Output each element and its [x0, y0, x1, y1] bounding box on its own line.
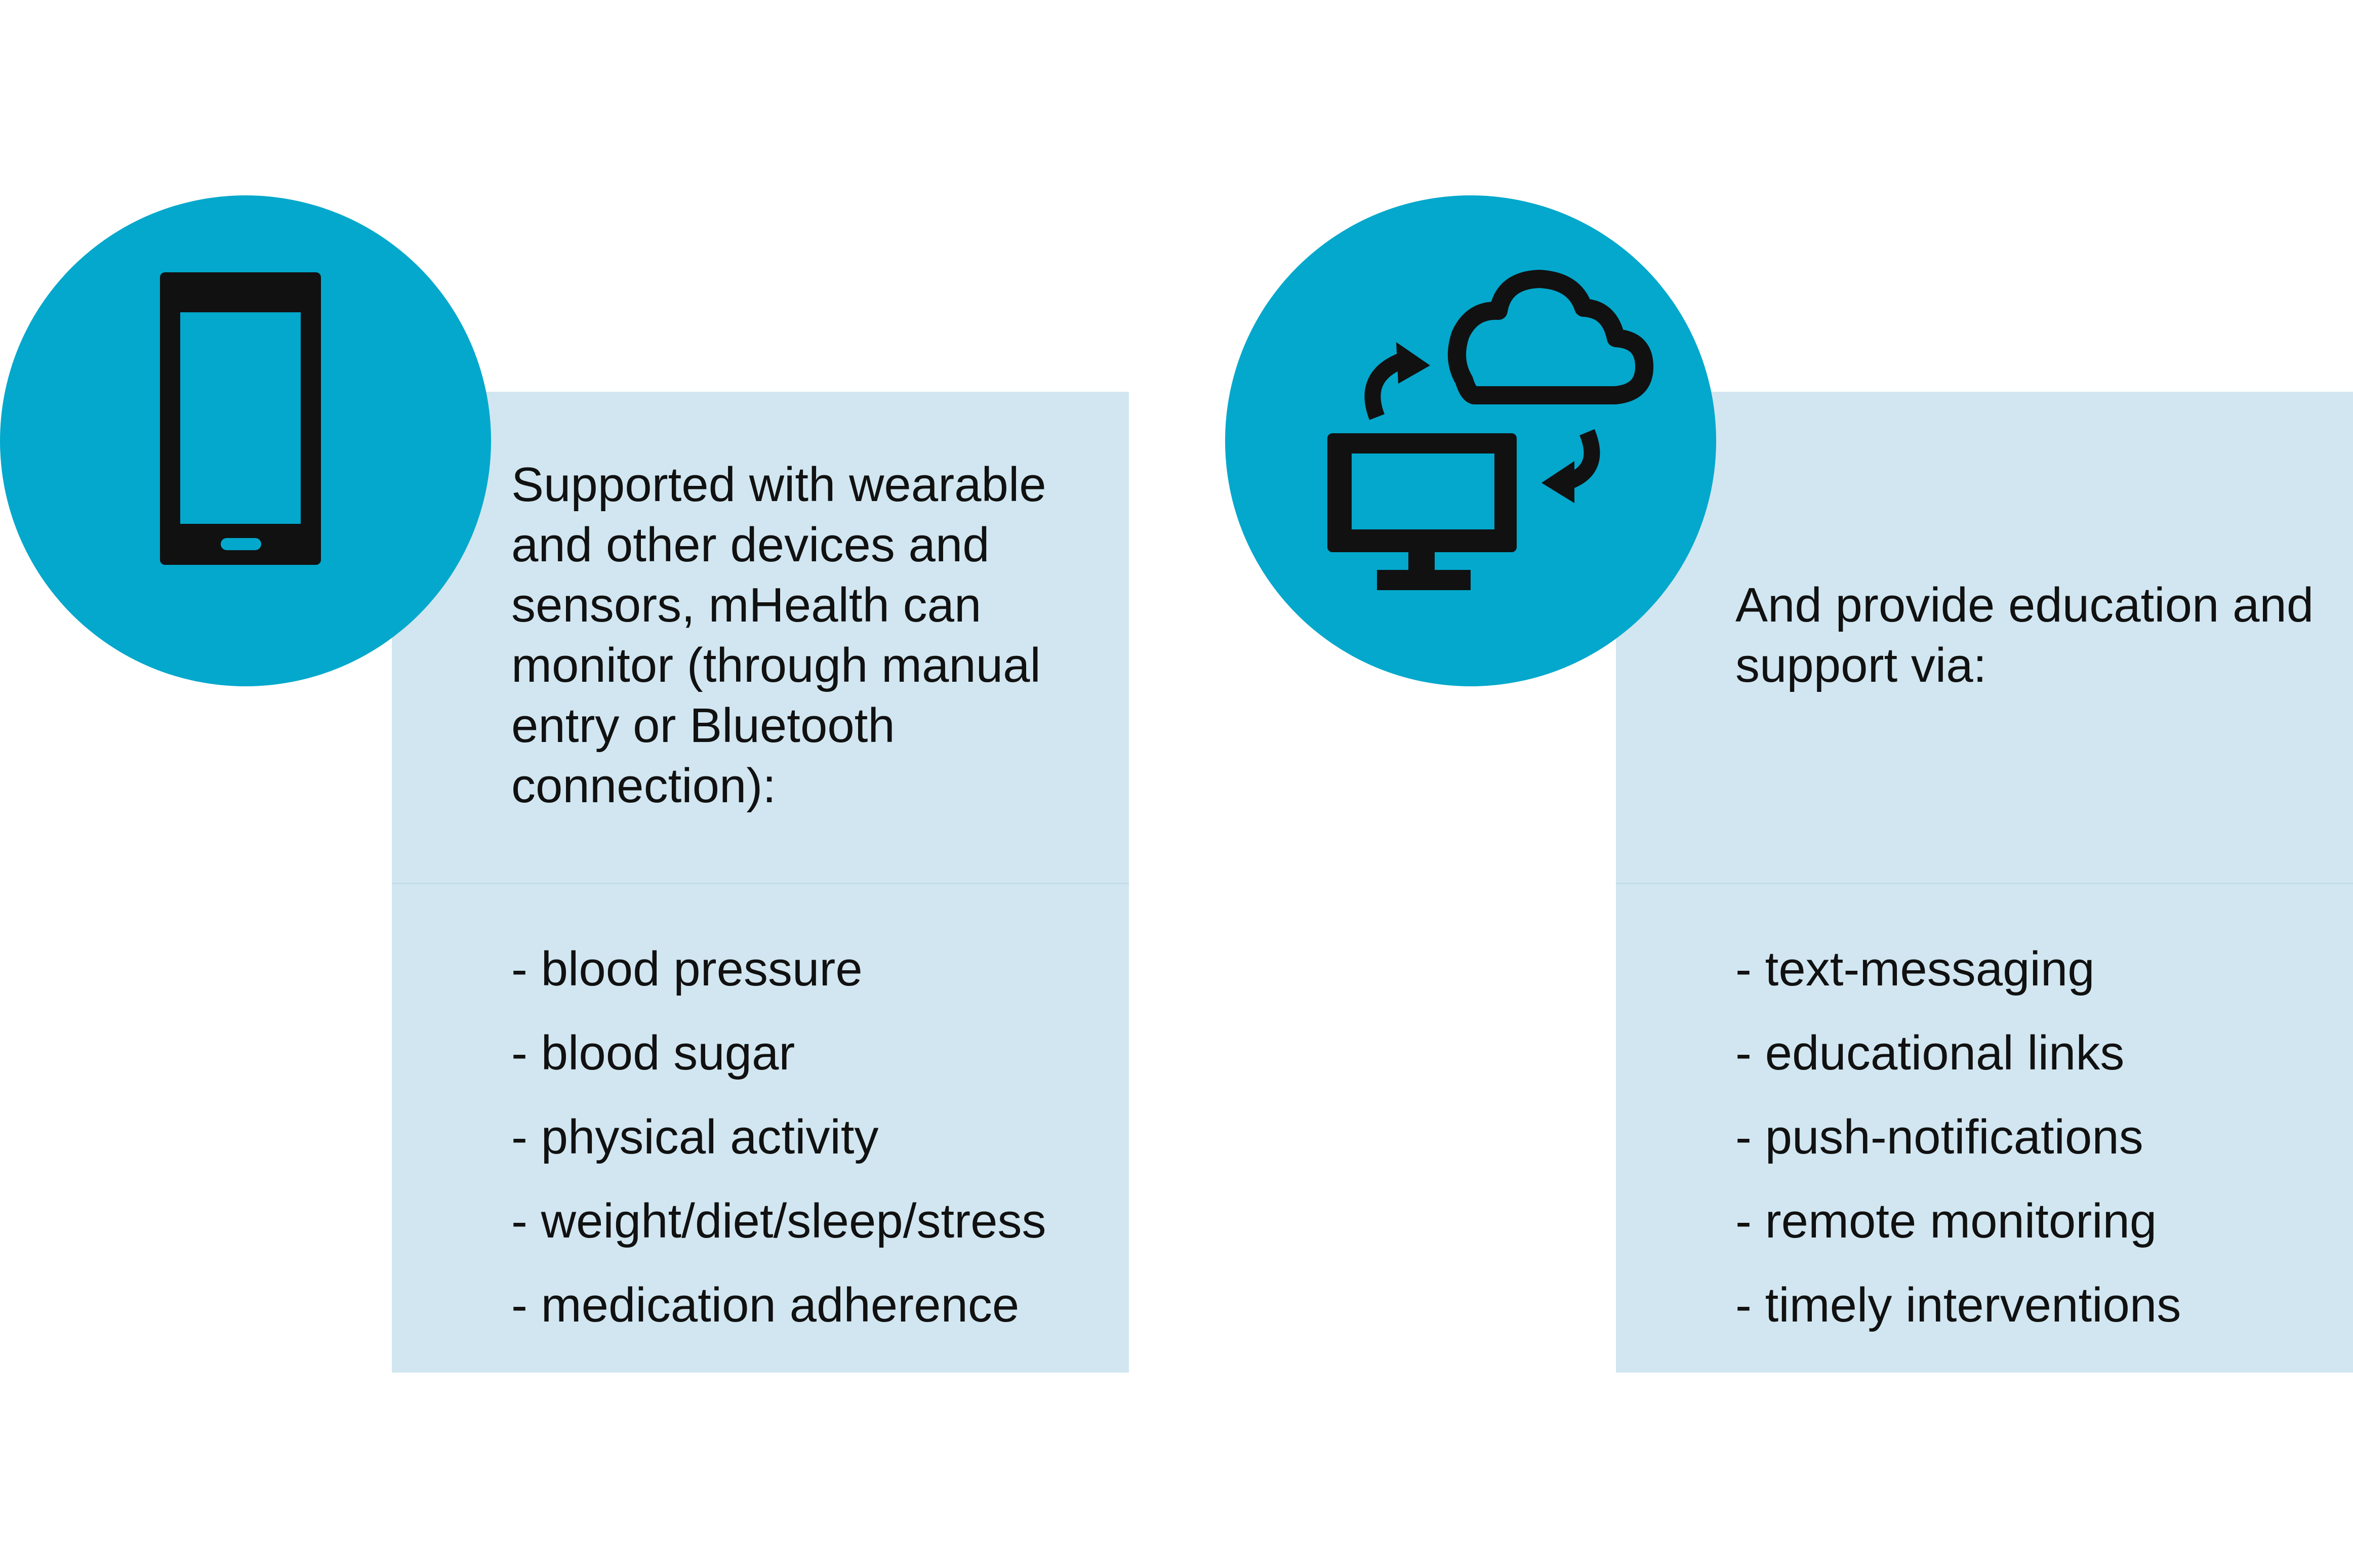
left-panel-divider — [392, 883, 1129, 884]
list-item: - blood pressure — [511, 942, 863, 996]
list-item: - physical activity — [511, 1110, 879, 1164]
left-intro-text: Supported with wearable and other device… — [511, 458, 1046, 813]
right-info-panel: And provide education and support via: -… — [1616, 392, 2353, 1373]
list-item: - blood sugar — [511, 1026, 795, 1080]
right-intro-text: And provide education and support via: — [1735, 578, 2314, 692]
sync-arrow-down-icon — [1541, 429, 1600, 503]
sync-arrow-up-icon — [1364, 342, 1430, 420]
cloud-icon — [1447, 270, 1654, 404]
list-item: - weight/diet/sleep/stress — [511, 1194, 1046, 1248]
right-support-list: - text-messaging - educational links - p… — [1735, 927, 2181, 1347]
left-info-panel: Supported with wearable and other device… — [392, 392, 1129, 1373]
list-item: - text-messaging — [1735, 942, 2095, 996]
cloud-sync-computer-icon — [1327, 270, 1654, 590]
list-item: - educational links — [1735, 1026, 2125, 1080]
right-panel-divider — [1616, 883, 2353, 884]
list-item: - timely interventions — [1735, 1278, 2181, 1332]
smartphone-icon-circle — [0, 195, 491, 686]
cloud-sync-icon-circle — [1225, 195, 1716, 686]
list-item: - push-notifications — [1735, 1110, 2143, 1164]
smartphone-icon — [160, 272, 321, 565]
monitor-icon — [1327, 433, 1517, 590]
list-item: - medication adherence — [511, 1278, 1020, 1332]
list-item: - remote monitoring — [1735, 1194, 2157, 1248]
left-monitor-list: - blood pressure - blood sugar - physica… — [511, 927, 1046, 1347]
